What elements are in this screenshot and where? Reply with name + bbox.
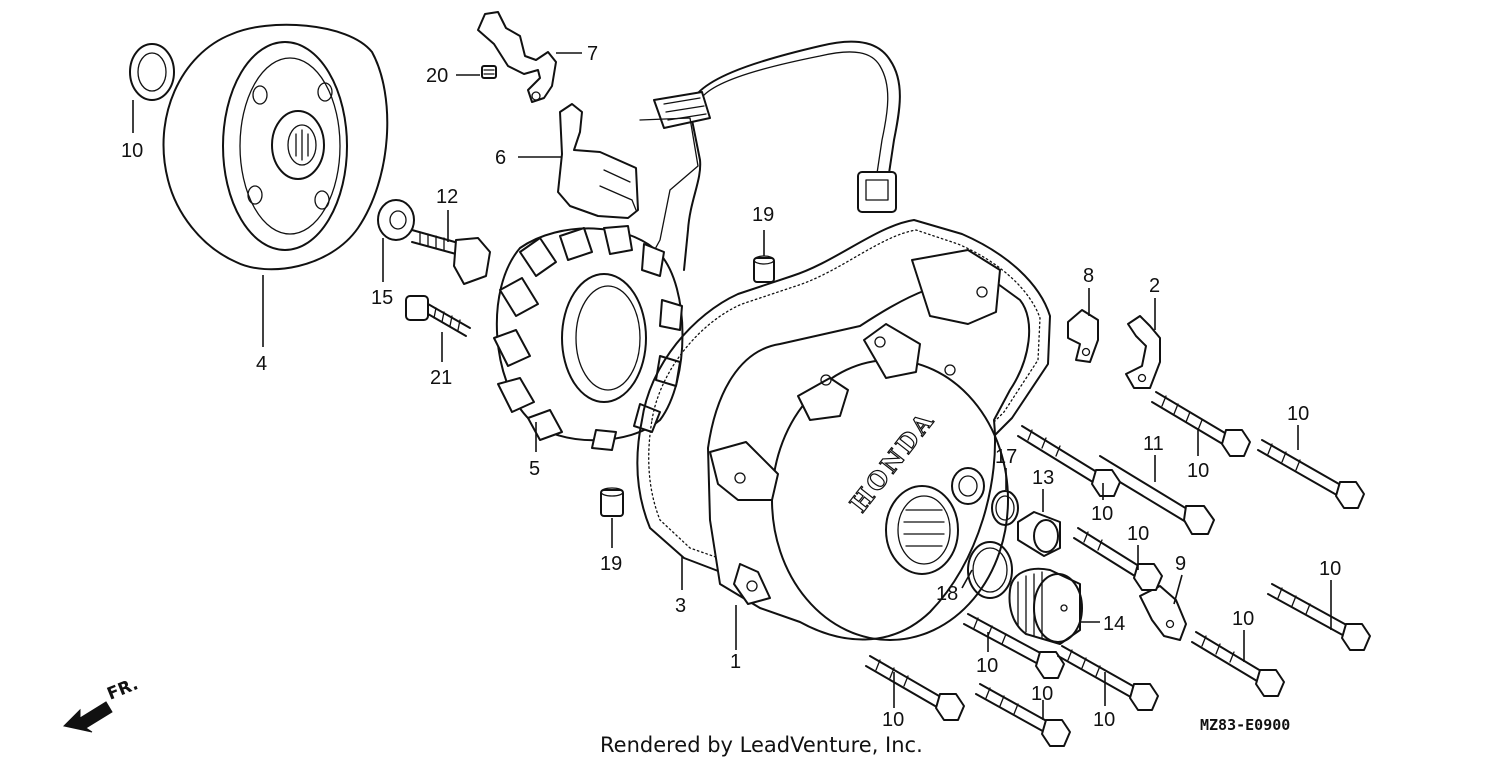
part-12-flange-bolt[interactable]	[411, 229, 491, 285]
callout-10h: 10	[1093, 709, 1115, 731]
direction-label: FR.	[104, 674, 141, 704]
part-11-flange-bolt[interactable]	[1099, 455, 1215, 535]
part-3-cover-gasket[interactable]	[636, 219, 1051, 575]
callout-10i: 10	[1031, 683, 1053, 705]
part-10-bolt-f[interactable]	[1191, 631, 1285, 697]
part-19-dowel-pin-lower[interactable]	[600, 487, 624, 517]
callout-10f: 10	[1232, 608, 1254, 630]
callout-12: 12	[436, 186, 458, 208]
callout-17: 17	[995, 446, 1017, 468]
credit-line: Rendered by LeadVenture, Inc.	[600, 733, 923, 757]
callout-5: 5	[529, 458, 540, 480]
callout-14: 14	[1103, 613, 1125, 635]
part-6-pulse-generator[interactable]	[557, 103, 639, 219]
part-21-screw[interactable]	[405, 295, 471, 337]
callout-19-lower: 19	[600, 553, 622, 575]
part-20-small-screw[interactable]	[481, 65, 497, 79]
part-10-bolt-i[interactable]	[865, 655, 965, 721]
callout-20: 20	[426, 65, 448, 87]
part-10-bolt-b[interactable]	[1257, 439, 1365, 509]
part-10-bolt-c[interactable]	[1017, 425, 1121, 497]
part-1-left-crankcase-cover[interactable]: HONDA	[707, 249, 1031, 641]
part-8-wire-clamp[interactable]	[1067, 309, 1099, 363]
callout-2: 2	[1149, 275, 1160, 297]
part-4-flywheel-rotor[interactable]	[162, 23, 389, 271]
part-17-o-ring[interactable]	[991, 490, 1019, 526]
leader-lines	[132, 52, 1332, 720]
callout-9: 9	[1175, 553, 1186, 575]
drawing-code: MZ83-E0900	[1200, 716, 1290, 734]
part-13-timing-hole-cap[interactable]	[1017, 511, 1061, 557]
callout-8: 8	[1083, 265, 1094, 287]
callout-3: 3	[675, 595, 686, 617]
direction-arrow-icon	[62, 701, 113, 733]
part-9-wire-clamp[interactable]	[1139, 585, 1187, 641]
callout-10j: 10	[882, 709, 904, 731]
callout-7: 7	[587, 43, 598, 65]
part-14-crank-hole-cap[interactable]	[1008, 567, 1083, 645]
part-7-wire-bracket[interactable]	[477, 11, 557, 103]
callout-10g: 10	[976, 655, 998, 677]
part-10-bolt-a[interactable]	[1151, 391, 1251, 457]
part-2-wire-guide[interactable]	[1125, 315, 1161, 389]
callout-11: 11	[1143, 433, 1164, 455]
callout-13: 13	[1032, 467, 1054, 489]
callout-10e: 10	[1319, 558, 1341, 580]
part-19-dowel-pin-upper[interactable]	[753, 255, 775, 283]
wiring-harness[interactable]	[639, 40, 901, 271]
callout-16: 10	[121, 140, 143, 162]
part-10-bolt-e[interactable]	[1267, 583, 1371, 651]
callout-10d: 10	[1127, 523, 1149, 545]
part-16-seal-ring[interactable]	[129, 43, 175, 101]
callout-4: 4	[256, 353, 267, 375]
callout-10b: 10	[1187, 460, 1209, 482]
front-direction-indicator: FR.	[62, 674, 141, 733]
part-10-bolt-d[interactable]	[1073, 527, 1163, 591]
part-10-bolt-h[interactable]	[1057, 645, 1159, 711]
callout-1: 1	[730, 651, 741, 673]
part-10-bolt-g[interactable]	[963, 613, 1065, 679]
callout-10a: 10	[1287, 403, 1309, 425]
part-10-bolt-j[interactable]	[975, 683, 1071, 747]
callout-15: 15	[371, 287, 393, 309]
callout-labels: 10 4 5 6 7 20 12 15 21 19 19 3 1 8 2 9 1…	[121, 43, 1341, 731]
part-18-o-ring[interactable]	[967, 541, 1013, 599]
part-5-stator-coil[interactable]	[493, 225, 684, 451]
callout-6: 6	[495, 147, 506, 169]
callout-21: 21	[430, 367, 452, 389]
part-15-washer[interactable]	[377, 199, 415, 241]
callout-10c: 10	[1091, 503, 1113, 525]
callout-18: 18	[936, 583, 958, 605]
callout-19-upper: 19	[752, 204, 774, 226]
